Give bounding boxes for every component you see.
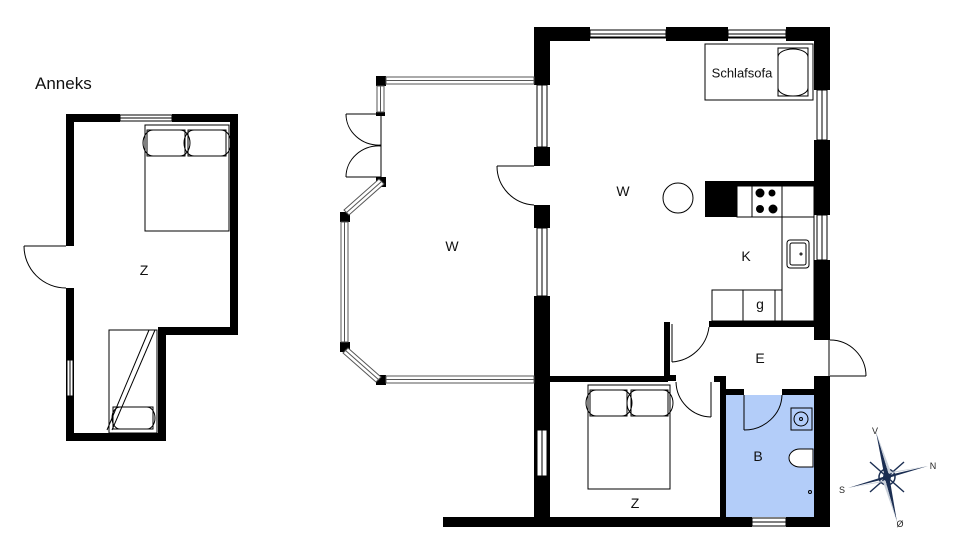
- window-right-2: [816, 214, 828, 261]
- door-bedroom: [675, 381, 712, 418]
- door-hall: [671, 324, 710, 363]
- window-mid-1: [536, 84, 548, 148]
- compass-south-label: S: [838, 485, 846, 495]
- annex-single-bed: [106, 329, 158, 434]
- room-label-entry: E: [755, 350, 765, 366]
- room-label-kitchen: K: [741, 248, 751, 264]
- sofa-label: Schlafsofa: [711, 65, 773, 81]
- annex-window-left: [66, 359, 74, 397]
- compass-west-label: V: [871, 426, 879, 436]
- window-top-2: [727, 29, 787, 39]
- table-icon: [662, 182, 694, 214]
- room-label-bedroom: Z: [630, 495, 640, 511]
- bath-fixtures: [743, 394, 814, 494]
- annex-room-label: Z: [139, 262, 149, 278]
- room-label-living-left: W: [445, 238, 459, 254]
- room-label-living-right: W: [616, 183, 630, 199]
- sofa-bed: [704, 43, 814, 101]
- cabinet-label: g: [756, 296, 764, 312]
- compass-rose-icon: [848, 432, 928, 522]
- annex-walls: [66, 114, 238, 441]
- door-living: [496, 165, 535, 206]
- annex-title: Anneks: [35, 74, 92, 93]
- compass-east-label: Ø: [896, 519, 904, 529]
- window-bath-bottom: [751, 517, 787, 527]
- kitchen-counters: [711, 185, 815, 322]
- annex-window-top: [119, 114, 173, 122]
- annex-bed: [142, 124, 232, 232]
- compass-north-label: N: [929, 461, 937, 471]
- room-label-bath: B: [753, 448, 763, 464]
- door-entry: [828, 339, 867, 377]
- window-right-1: [816, 89, 828, 141]
- bay-windows: [340, 76, 535, 384]
- window-bedroom-left: [536, 429, 548, 477]
- window-mid-2: [536, 227, 548, 297]
- annex-door: [23, 245, 67, 289]
- bedroom-bed: [585, 384, 674, 490]
- window-top-1: [589, 29, 667, 39]
- bay-double-door: [345, 113, 382, 178]
